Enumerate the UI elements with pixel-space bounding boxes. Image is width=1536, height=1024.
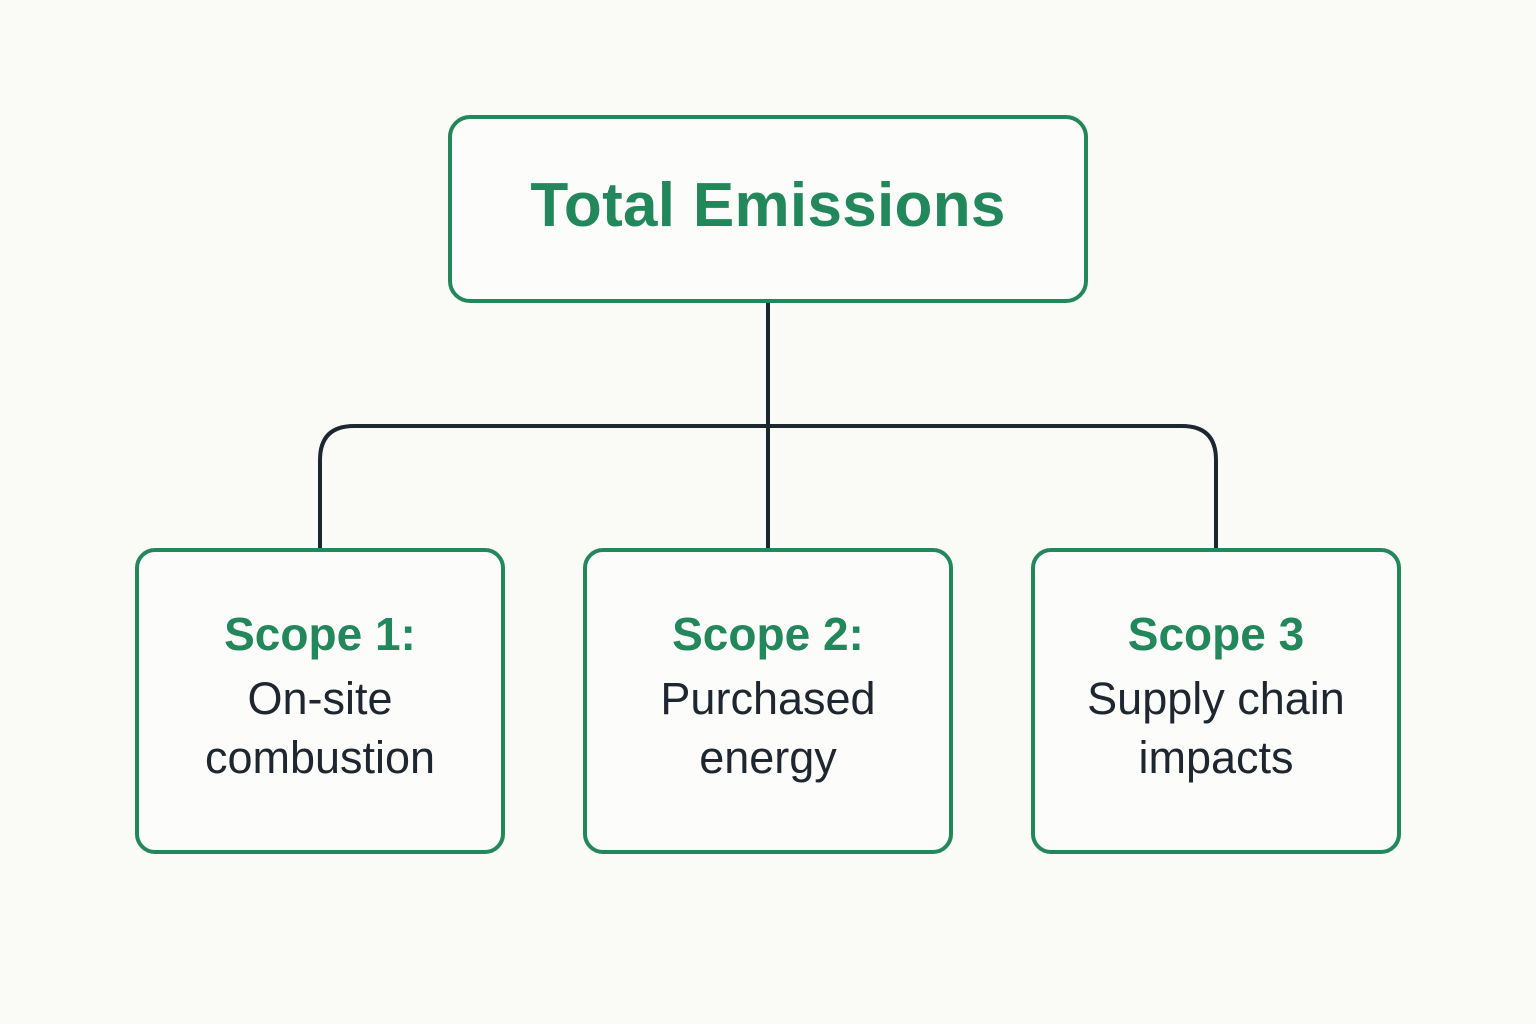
scope-2-heading: Scope 2: xyxy=(672,607,864,660)
scope-3-description: Supply chain impacts xyxy=(1087,673,1345,783)
scope-3-node: Scope 3 Supply chain impacts xyxy=(1031,548,1401,854)
root-node-total-emissions: Total Emissions xyxy=(448,115,1088,303)
scope-1-description: On-site combustion xyxy=(204,673,436,783)
scope-2-description: Purchased energy xyxy=(660,673,876,783)
scope-1-heading: Scope 1: xyxy=(224,607,416,660)
scope-2-node: Scope 2: Purchased energy xyxy=(583,548,953,854)
scope-1-node: Scope 1: On-site combustion xyxy=(135,548,505,854)
connector-branch-left xyxy=(318,424,770,550)
connector-branch-right xyxy=(766,424,1218,550)
root-node-title: Total Emissions xyxy=(530,171,1006,240)
scope-3-heading: Scope 3 xyxy=(1127,607,1305,660)
